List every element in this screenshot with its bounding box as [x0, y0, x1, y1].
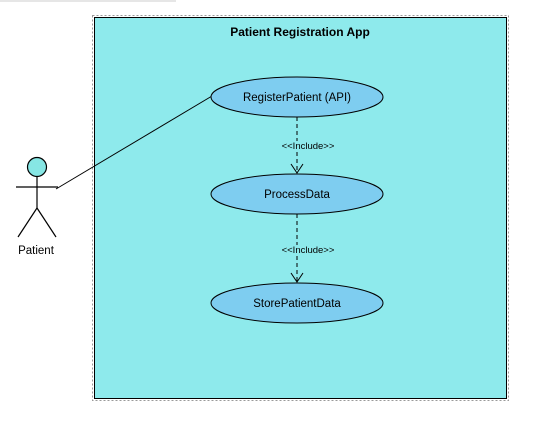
actor-right-leg [36, 207, 57, 238]
stereotype-bg [279, 245, 317, 255]
usecase-store-patient-data[interactable]: StorePatientData [210, 282, 384, 324]
actor-head [26, 156, 48, 178]
actor-label: Patient [18, 245, 55, 257]
usecase-label: RegisterPatient (API) [243, 92, 351, 104]
include-relation-2[interactable]: <<Include>> [279, 214, 335, 283]
association-line[interactable] [55, 95, 213, 190]
canvas-top-edge [0, 0, 176, 2]
usecase-register-patient[interactable]: RegisterPatient (API) [210, 76, 384, 118]
actor-patient[interactable]: Patient [16, 156, 58, 258]
usecase-label: StorePatientData [253, 298, 341, 310]
stereotype-bg [279, 141, 317, 151]
include-relation-1[interactable]: <<Include>> [279, 117, 335, 174]
actor-left-leg [17, 207, 38, 238]
stereotype-label: <<Include>> [282, 141, 335, 152]
usecase-process-data[interactable]: ProcessData [210, 173, 384, 215]
usecase-label: ProcessData [264, 189, 330, 201]
system-title: Patient Registration App [230, 25, 370, 39]
stereotype-label: <<Include>> [282, 245, 335, 256]
